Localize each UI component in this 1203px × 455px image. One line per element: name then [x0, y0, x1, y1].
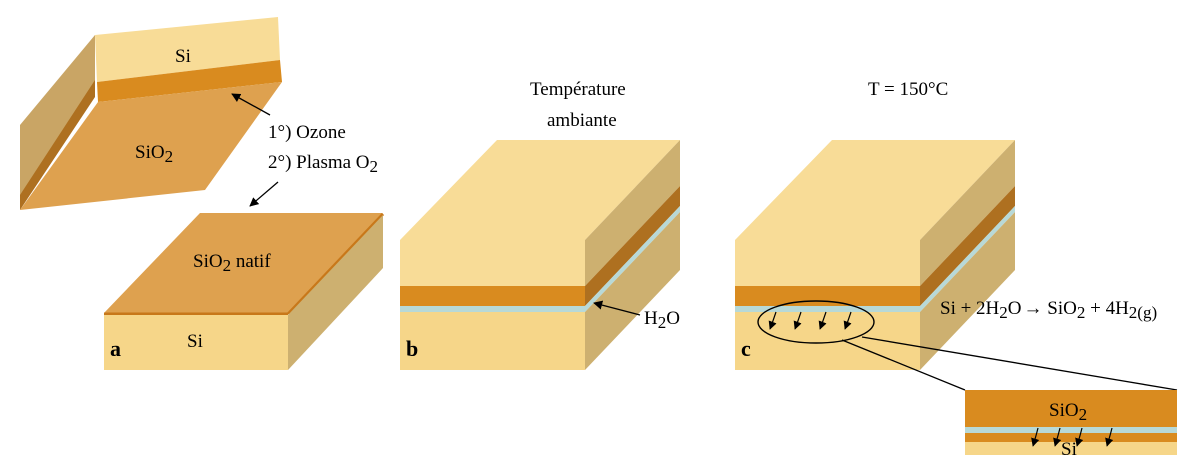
- stack-c: c: [735, 140, 1015, 370]
- top-wafer-oxide-label: SiO2: [135, 142, 173, 166]
- step2-label: 2°) Plasma O2: [268, 152, 378, 176]
- stack-c-side-lower-si: [920, 212, 1015, 370]
- zoom-si-label: Si: [1061, 439, 1077, 455]
- stack-c-upper-si: [735, 240, 920, 286]
- zoom-oxide-upper: [965, 390, 1177, 427]
- step1-arrow: [231, 93, 271, 116]
- stack-b-side-upper-si: [585, 140, 680, 286]
- water-arrow: [593, 300, 641, 316]
- zoom-si: [965, 442, 1177, 455]
- zoom-oxide-label: SiO2: [1049, 400, 1087, 424]
- stack-b-lower-si: [400, 312, 585, 370]
- diffusion-arrows-main: [768, 311, 852, 330]
- bottom-wafer-si-side: [288, 215, 383, 370]
- panel-a-letter: a: [110, 336, 121, 361]
- zoom-diffusion-arrow: [1075, 427, 1084, 447]
- panel-b-title-line1: Température: [530, 79, 626, 100]
- top-wafer-si-label: Si: [175, 46, 191, 67]
- stack-b-side-water: [585, 206, 680, 312]
- zoom-diffusion-arrow: [1105, 427, 1114, 447]
- panel-c: T = 150°C c Si + 2H2O→ SiO2 + 4H2(g): [735, 79, 1178, 455]
- panel-c-letter: c: [741, 336, 751, 361]
- stack-c-upper-oxide: [735, 286, 920, 306]
- step1-label: 1°) Ozone: [268, 122, 346, 143]
- top-wafer-left-side: [20, 35, 95, 205]
- zoom-guide-right: [861, 336, 1178, 391]
- top-wafer-flipped: Si SiO2: [20, 17, 282, 210]
- diffusion-arrow: [768, 311, 777, 330]
- zoom-water: [965, 427, 1177, 433]
- top-wafer-oxide-band: [97, 60, 282, 102]
- reaction-equation: Si + 2H2O→ SiO2 + 4H2(g): [940, 298, 1157, 322]
- panel-b-letter: b: [406, 336, 418, 361]
- zoom-oxide-lower: [965, 433, 1177, 442]
- bottom-wafer: SiO2 natif Si a: [104, 212, 385, 370]
- step2-arrow: [249, 181, 279, 207]
- panel-c-title: T = 150°C: [868, 79, 948, 100]
- top-wafer-si-face: [95, 17, 280, 82]
- bottom-si-label: Si: [187, 331, 203, 352]
- stack-b-top: [400, 140, 680, 240]
- stack-b: b: [400, 140, 680, 370]
- diffusion-arrows-zoom: [1031, 427, 1114, 447]
- stack-c-top: [735, 140, 1015, 240]
- panel-b: Température ambiante b H2O: [400, 79, 680, 370]
- stack-c-side-upper-si: [920, 140, 1015, 286]
- zoom-diffusion-arrow: [1053, 427, 1062, 447]
- water-label: H2O: [644, 308, 680, 332]
- zoom-inset: SiO2 Si: [965, 390, 1177, 455]
- stack-c-water: [735, 306, 920, 312]
- diffusion-arrow: [818, 311, 827, 330]
- stack-c-lower-si: [735, 312, 920, 370]
- stack-c-side-water: [920, 206, 1015, 312]
- stack-b-upper-si: [400, 240, 585, 286]
- bottom-wafer-oxide-top: [104, 213, 383, 313]
- top-wafer-oxide-face: [20, 82, 282, 210]
- diffusion-arrow: [843, 311, 852, 330]
- diffusion-arrow: [793, 311, 802, 330]
- bottom-wafer-back-edge: [286, 212, 385, 316]
- panel-b-title-line2: ambiante: [547, 110, 617, 131]
- zoom-guide-left: [841, 339, 966, 391]
- stack-b-water: [400, 306, 585, 312]
- stack-c-side-oxide: [920, 186, 1015, 306]
- zoom-diffusion-arrow: [1031, 427, 1040, 447]
- native-oxide-label: SiO2 natif: [193, 251, 271, 275]
- top-wafer-oxide-side: [20, 80, 95, 210]
- stack-b-upper-oxide: [400, 286, 585, 306]
- stack-b-side-lower-si: [585, 212, 680, 370]
- stack-b-side-oxide: [585, 186, 680, 306]
- reaction-zone-ellipse: [757, 300, 875, 344]
- bottom-wafer-si-front: [104, 315, 288, 370]
- panel-a: Si SiO2 1°) Ozone 2°) Plasma O2 SiO2 nat…: [20, 17, 385, 370]
